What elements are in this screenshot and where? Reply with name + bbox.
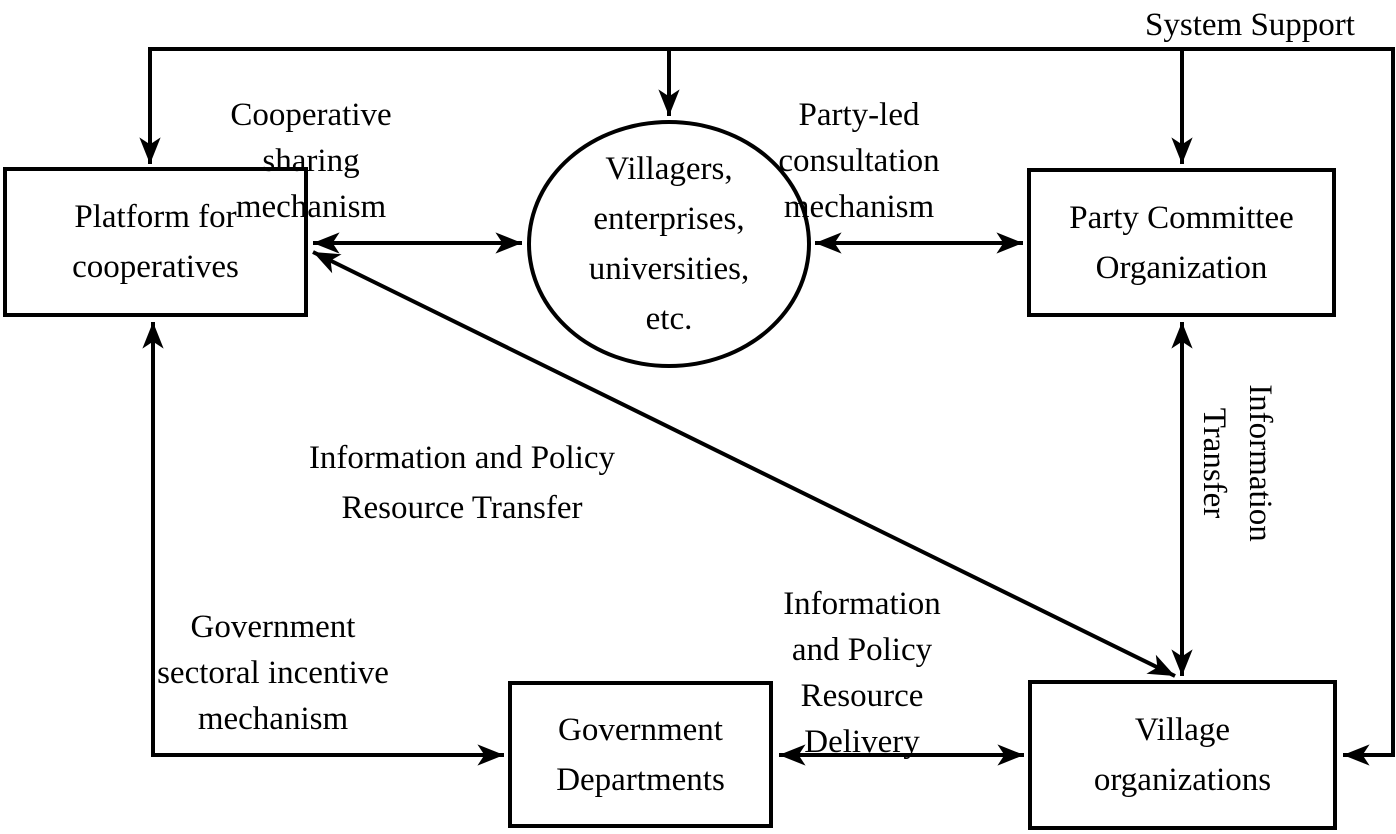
node-villagers-circle: Villagers, enterprises, universities, et… xyxy=(527,120,811,368)
node-village-label: Village organizations xyxy=(1093,712,1272,798)
label-cooperative-sharing-mechanism: Cooperative sharing mechanism xyxy=(230,97,392,225)
label-information-policy-resource-delivery: Information and Policy Resource Delivery xyxy=(783,586,941,760)
label-system-support: System Support xyxy=(1145,7,1355,43)
edge-system-support-frame xyxy=(139,47,1395,766)
node-government-departments: Government Departments xyxy=(508,681,773,828)
label-information-policy-resource-transfer: Information and Policy Resource Transfer xyxy=(308,440,616,526)
label-government-sectoral-incentive-mechanism: Government sectoral incentive mechanism xyxy=(157,609,389,737)
node-party-label: Party Committee Organization xyxy=(1069,199,1294,286)
node-party-committee: Party Committee Organization xyxy=(1027,168,1336,317)
edge-platform-government xyxy=(142,322,504,766)
node-villagers-label: Villagers, enterprises, universities, et… xyxy=(588,151,750,337)
node-platform-label: Platform for cooperatives xyxy=(72,199,239,285)
label-information-transfer-vertical: Information Transfer xyxy=(1196,384,1278,542)
node-platform-for-cooperatives: Platform for cooperatives xyxy=(3,167,308,317)
label-party-led-consultation-mechanism: Party-led consultation mechanism xyxy=(778,97,940,225)
node-village-organizations: Village organizations xyxy=(1028,680,1337,830)
node-government-label: Government Departments xyxy=(556,711,725,798)
